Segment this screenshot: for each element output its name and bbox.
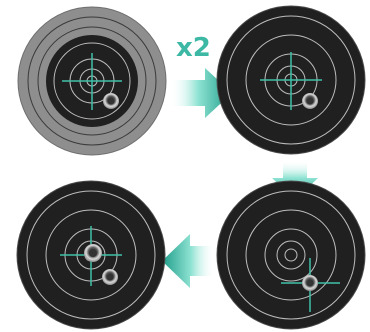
- bullet-hole-icon: [302, 275, 318, 291]
- bullet-hole-icon: [103, 93, 119, 109]
- target-zoomed: [217, 6, 365, 154]
- bullet-hole-icon: [302, 93, 318, 109]
- arrow-left-icon: [162, 234, 215, 288]
- target-adjusted: [217, 181, 365, 329]
- target-result: [17, 181, 165, 329]
- zoom-label: x2: [176, 33, 211, 63]
- bullet-hole-icon: [102, 269, 118, 285]
- bullet-hole-icon: [84, 244, 102, 262]
- target-initial: [18, 7, 166, 155]
